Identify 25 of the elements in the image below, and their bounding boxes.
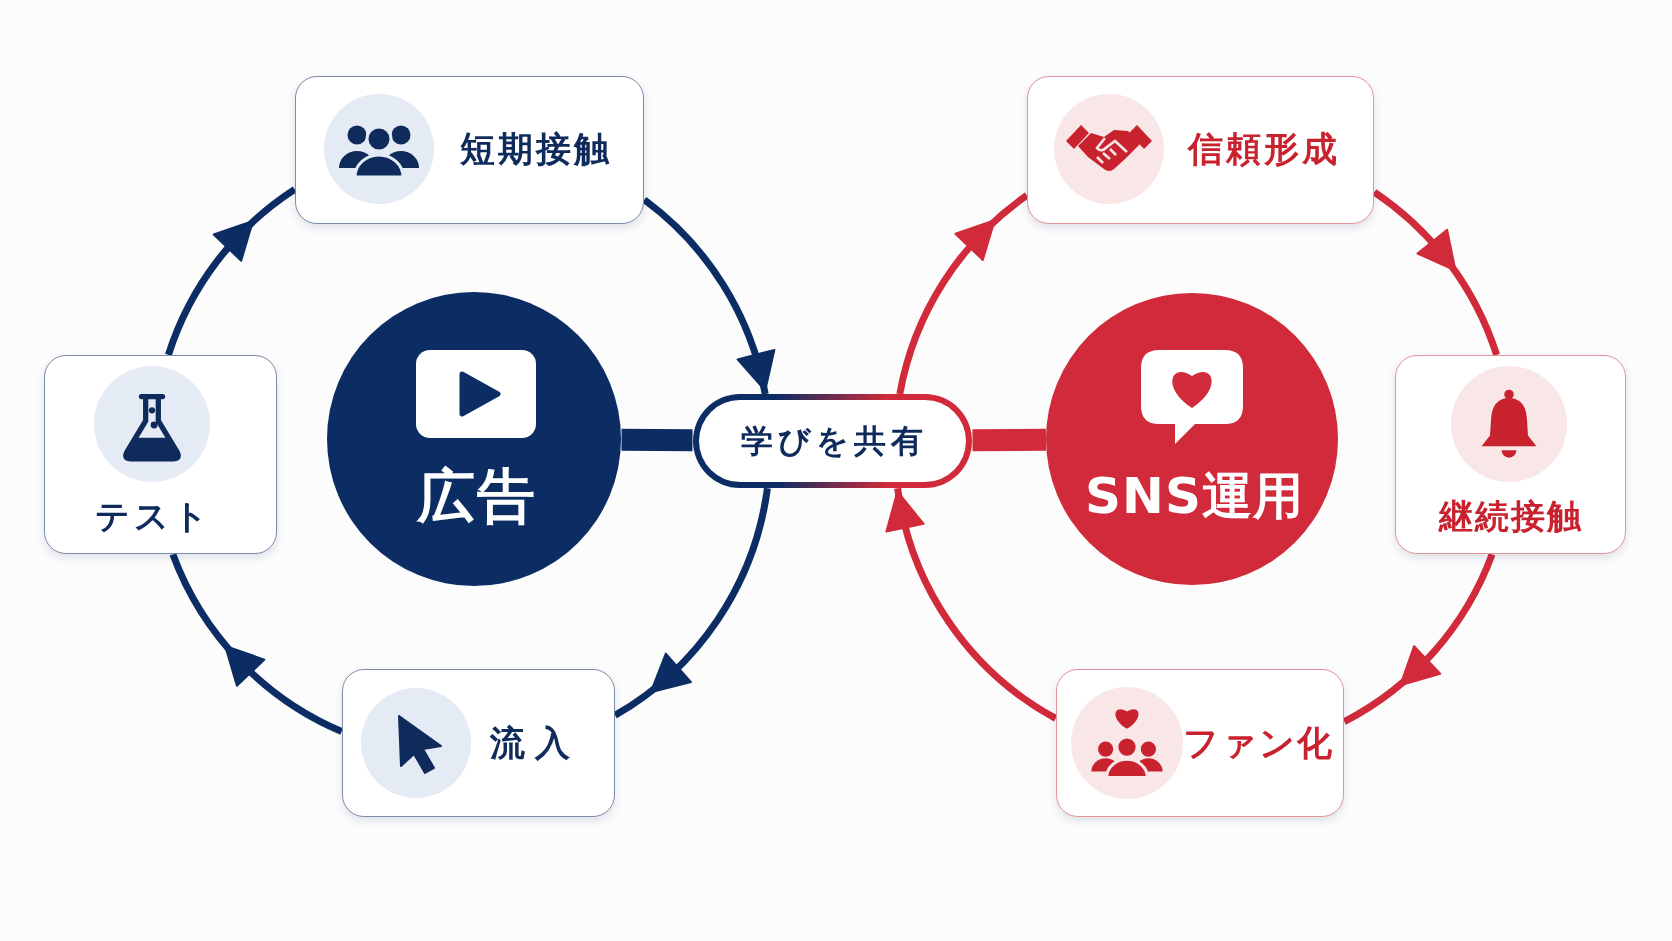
step-label: ファン化 bbox=[1182, 725, 1334, 760]
step-box bbox=[295, 76, 644, 224]
arrow bbox=[165, 186, 297, 357]
step-box bbox=[342, 669, 615, 817]
hub-label: SNS運用 bbox=[1084, 471, 1304, 521]
connector-line bbox=[621, 428, 693, 452]
pill-label: 学びを共有 bbox=[740, 425, 928, 457]
step-box bbox=[1027, 76, 1374, 224]
step-box bbox=[1395, 355, 1626, 554]
step-box bbox=[44, 355, 277, 554]
step-label: 継続接触 bbox=[1437, 498, 1583, 533]
arrow bbox=[885, 487, 1058, 722]
connector-line bbox=[972, 428, 1047, 452]
arrow bbox=[1342, 553, 1496, 725]
arrow bbox=[1372, 189, 1500, 357]
step-label: 流入 bbox=[488, 725, 580, 760]
arrow bbox=[169, 553, 344, 735]
arrow bbox=[613, 487, 771, 719]
step-box bbox=[1056, 669, 1344, 817]
step-label: 短期接触 bbox=[459, 131, 612, 166]
step-label: 信頼形成 bbox=[1186, 131, 1340, 166]
hub-label: 広告 bbox=[415, 467, 537, 525]
arrow bbox=[896, 192, 1029, 395]
arrow bbox=[642, 197, 776, 395]
step-label: テスト bbox=[94, 498, 212, 533]
